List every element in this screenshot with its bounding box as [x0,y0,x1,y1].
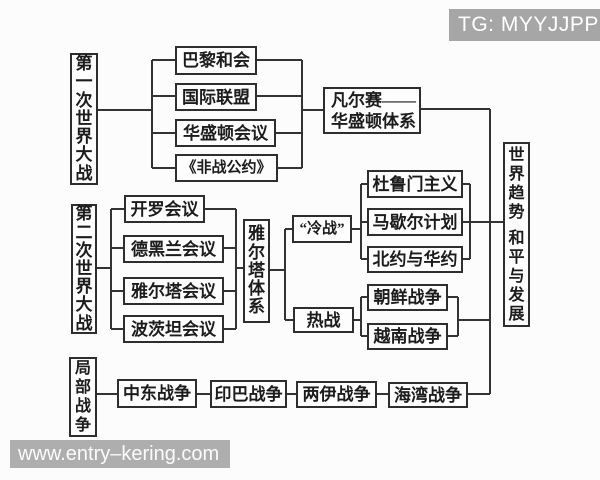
node-truman-doctrine: 杜鲁门主义 [367,170,463,198]
node-yalta-conference: 雅尔塔会议 [123,277,224,305]
node-marshall-plan: 马歇尔计划 [367,208,463,236]
node-kellogg-briand-pact: 《非战公约》 [175,154,278,182]
node-world-war-two: 第二次世界大战 [71,204,97,334]
node-world-war-one: 第一次世界大战 [70,53,98,185]
trend-line2: 和平与发展 [508,229,525,323]
node-vietnam-war: 越南战争 [367,323,448,350]
trend-line1: 世界趋势 [508,146,525,221]
node-potsdam-conference: 波茨坦会议 [123,315,224,343]
node-cold-war: “冷战” [292,215,352,243]
node-versailles-washington-system: 凡尔赛—— 华盛顿体系 [323,87,421,134]
versailles-line1: 凡尔赛—— [331,90,416,110]
node-nato-warsaw-pact: 北约与华约 [367,246,463,273]
node-tehran-conference: 德黑兰会议 [123,235,224,263]
node-middle-east-wars: 中东战争 [117,379,197,408]
node-iran-iraq-war: 两伊战争 [296,381,377,408]
node-paris-peace-conference: 巴黎和会 [175,46,257,75]
node-washington-conference: 华盛顿会议 [175,119,276,147]
node-hot-war: 热战 [293,307,354,333]
node-local-wars: 局部战争 [69,357,97,437]
node-league-of-nations: 国际联盟 [175,83,257,111]
site-url-watermark: www.entry–kering.com [10,440,230,468]
node-korean-war: 朝鲜战争 [367,284,448,311]
node-world-trend-peace-development: 世界趋势 和平与发展 [503,142,530,327]
telegram-watermark-badge: TG: MYYJJPP [449,9,600,41]
node-yalta-system: 雅尔塔体系 [243,219,270,323]
node-india-pakistan-wars: 印巴战争 [210,380,287,408]
node-gulf-war: 海湾战争 [388,382,468,408]
node-cairo-conference: 开罗会议 [124,195,205,223]
versailles-line2: 华盛顿体系 [331,111,416,131]
